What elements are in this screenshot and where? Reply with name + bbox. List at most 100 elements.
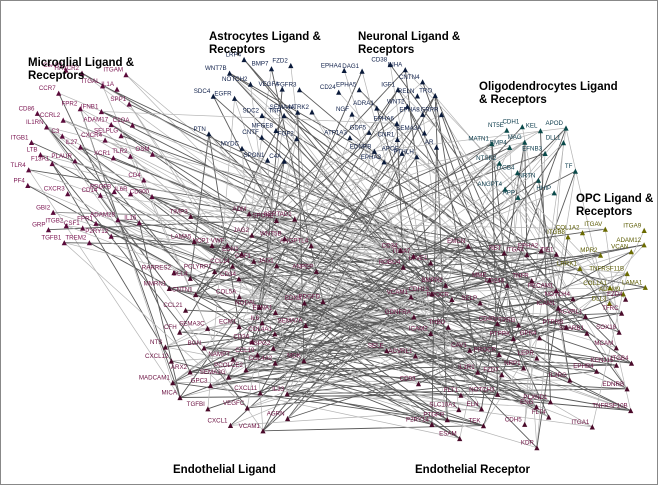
gene-node-marker[interactable] xyxy=(408,294,414,300)
gene-node-marker[interactable] xyxy=(188,213,194,219)
gene-node-marker[interactable] xyxy=(628,407,634,414)
gene-node-marker[interactable] xyxy=(254,352,261,358)
gene-node-marker[interactable] xyxy=(597,252,604,258)
gene-node-marker[interactable] xyxy=(241,56,247,63)
gene-node-marker[interactable] xyxy=(50,209,56,215)
gene-node-marker[interactable] xyxy=(477,300,483,306)
gene-node-marker[interactable] xyxy=(420,79,426,85)
gene-node-marker[interactable] xyxy=(628,249,634,255)
gene-node-marker[interactable] xyxy=(207,382,214,389)
gene-node-marker[interactable] xyxy=(445,324,451,330)
gene-node-marker[interactable] xyxy=(613,362,619,368)
gene-node-marker[interactable] xyxy=(457,435,463,442)
gene-node-marker[interactable] xyxy=(273,217,279,223)
gene-node-marker[interactable] xyxy=(108,121,114,128)
gene-node-marker[interactable] xyxy=(510,336,516,342)
gene-node-marker[interactable] xyxy=(309,109,315,115)
gene-node-marker[interactable] xyxy=(371,148,377,154)
gene-node-marker[interactable] xyxy=(63,67,69,73)
gene-node-marker[interactable] xyxy=(565,234,571,240)
gene-node-marker[interactable] xyxy=(496,351,502,357)
gene-node-marker[interactable] xyxy=(227,70,233,76)
gene-node-marker[interactable] xyxy=(251,258,257,264)
gene-node-marker[interactable] xyxy=(77,144,84,150)
gene-node-marker[interactable] xyxy=(45,227,52,233)
gene-node-marker[interactable] xyxy=(126,101,132,107)
gene-node-marker[interactable] xyxy=(551,190,557,196)
gene-node-marker[interactable] xyxy=(572,168,578,174)
gene-node-marker[interactable] xyxy=(205,406,211,412)
gene-node-marker[interactable] xyxy=(534,355,540,361)
gene-node-marker[interactable] xyxy=(187,369,193,375)
gene-node-marker[interactable] xyxy=(37,152,44,158)
gene-node-marker[interactable] xyxy=(567,377,573,383)
gene-node-marker[interactable] xyxy=(63,223,69,229)
gene-node-marker[interactable] xyxy=(244,405,250,411)
gene-node-marker[interactable] xyxy=(224,242,231,248)
gene-node-marker[interactable] xyxy=(394,120,400,127)
gene-node-marker[interactable] xyxy=(59,133,65,139)
gene-node-marker[interactable] xyxy=(428,260,434,266)
gene-node-marker[interactable] xyxy=(236,294,242,300)
gene-node-marker[interactable] xyxy=(313,268,319,274)
gene-node-marker[interactable] xyxy=(397,247,404,254)
gene-node-marker[interactable] xyxy=(579,230,586,236)
gene-node-marker[interactable] xyxy=(227,422,234,428)
gene-node-marker[interactable] xyxy=(209,242,215,248)
gene-node-marker[interactable] xyxy=(281,158,287,164)
gene-node-marker[interactable] xyxy=(44,124,50,130)
gene-node-marker[interactable] xyxy=(264,157,271,163)
gene-node-marker[interactable] xyxy=(272,309,279,315)
gene-node-marker[interactable] xyxy=(25,182,31,188)
gene-node-marker[interactable] xyxy=(414,154,420,160)
gene-node-marker[interactable] xyxy=(193,291,199,298)
gene-node-marker[interactable] xyxy=(205,325,211,331)
gene-node-marker[interactable] xyxy=(281,112,287,119)
gene-node-marker[interactable] xyxy=(259,112,265,118)
gene-node-marker[interactable] xyxy=(496,160,502,166)
gene-node-marker[interactable] xyxy=(100,83,106,89)
gene-node-marker[interactable] xyxy=(616,329,622,335)
gene-node-marker[interactable] xyxy=(429,421,435,427)
gene-node-marker[interactable] xyxy=(537,128,544,134)
gene-node-marker[interactable] xyxy=(171,270,177,276)
gene-node-marker[interactable] xyxy=(256,304,263,310)
gene-node-marker[interactable] xyxy=(243,367,249,373)
gene-node-marker[interactable] xyxy=(553,287,559,293)
gene-node-marker[interactable] xyxy=(270,345,276,351)
gene-node-marker[interactable] xyxy=(28,139,35,145)
gene-node-marker[interactable] xyxy=(504,282,510,288)
gene-node-marker[interactable] xyxy=(65,191,71,197)
gene-node-marker[interactable] xyxy=(495,391,501,397)
gene-node-marker[interactable] xyxy=(274,263,280,269)
gene-node-marker[interactable] xyxy=(533,404,540,410)
gene-node-marker[interactable] xyxy=(301,300,307,306)
gene-node-marker[interactable] xyxy=(149,193,155,200)
gene-node-marker[interactable] xyxy=(268,66,275,72)
gene-node-marker[interactable] xyxy=(366,129,372,135)
gene-node-marker[interactable] xyxy=(623,296,629,302)
gene-node-marker[interactable] xyxy=(79,70,85,76)
gene-node-marker[interactable] xyxy=(260,428,266,434)
gene-node-marker[interactable] xyxy=(359,68,365,74)
gene-node-marker[interactable] xyxy=(522,139,528,145)
gene-node-marker[interactable] xyxy=(449,296,455,302)
gene-node-marker[interactable] xyxy=(236,323,242,330)
gene-node-marker[interactable] xyxy=(563,324,569,330)
gene-node-marker[interactable] xyxy=(504,127,510,133)
gene-node-marker[interactable] xyxy=(301,358,307,364)
gene-node-marker[interactable] xyxy=(114,86,120,92)
gene-node-marker[interactable] xyxy=(239,251,245,257)
gene-node-marker[interactable] xyxy=(487,277,493,283)
gene-node-marker[interactable] xyxy=(563,125,569,131)
gene-node-marker[interactable] xyxy=(49,160,55,167)
gene-node-marker[interactable] xyxy=(162,344,168,350)
gene-node-marker[interactable] xyxy=(613,345,619,351)
gene-node-marker[interactable] xyxy=(411,314,417,320)
gene-node-marker[interactable] xyxy=(402,67,408,73)
gene-node-marker[interactable] xyxy=(292,216,298,222)
gene-node-marker[interactable] xyxy=(226,374,232,380)
gene-node-marker[interactable] xyxy=(60,117,66,123)
gene-node-marker[interactable] xyxy=(191,238,197,245)
gene-node-marker[interactable] xyxy=(404,103,411,109)
